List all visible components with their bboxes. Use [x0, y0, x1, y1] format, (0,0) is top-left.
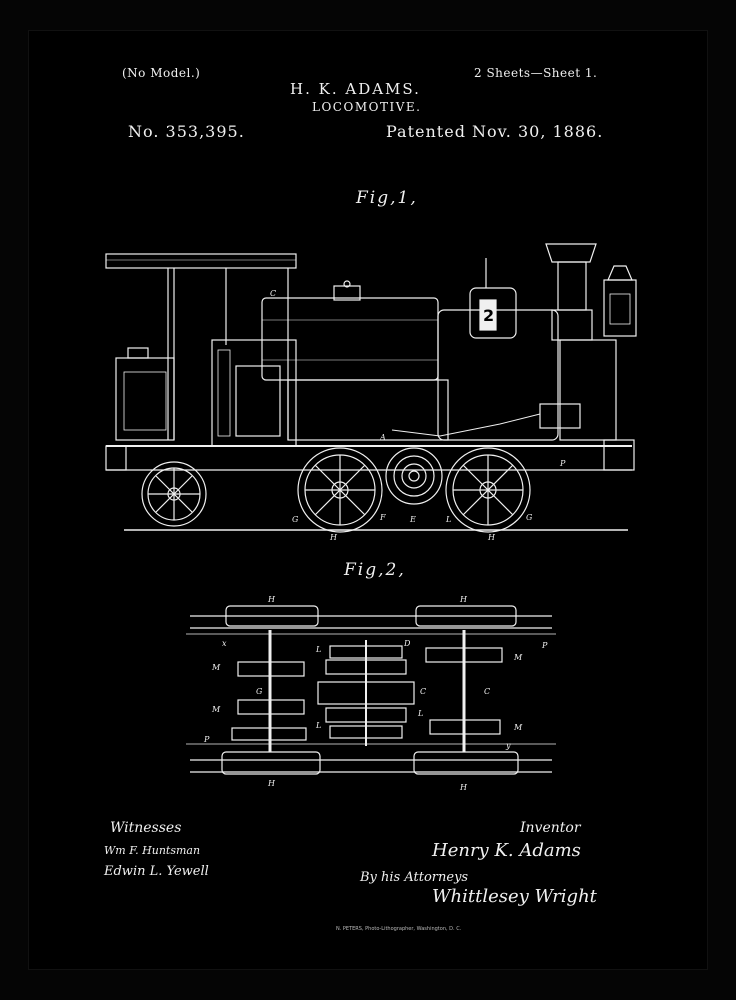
- svg-text:M: M: [513, 653, 523, 662]
- svg-text:P: P: [559, 459, 566, 468]
- frame-tank: [287, 379, 449, 441]
- gear-right-2: [429, 719, 501, 735]
- svg-text:L: L: [315, 721, 321, 730]
- patent-date: Patented Nov. 30, 1886.: [386, 122, 604, 141]
- gear-center-1: [325, 659, 407, 675]
- svg-text:A: A: [379, 433, 386, 442]
- patent-title: LOCOMOTIVE.: [312, 100, 422, 114]
- svg-text:H: H: [459, 595, 468, 604]
- cab-roof: [105, 253, 297, 269]
- svg-text:F: F: [379, 513, 386, 522]
- gear-left-2: [237, 699, 305, 715]
- svg-text:L: L: [417, 709, 423, 718]
- gear-right-1: [425, 647, 503, 663]
- svg-text:H: H: [329, 533, 338, 542]
- no-model-label: (No Model.): [122, 66, 201, 80]
- witness-1-signature: Wm F. Huntsman: [104, 844, 201, 857]
- svg-text:C: C: [420, 687, 426, 696]
- wheel-top-right: [415, 605, 517, 627]
- svg-text:D: D: [403, 639, 411, 648]
- svg-text:y: y: [505, 741, 511, 750]
- svg-text:x: x: [222, 639, 227, 648]
- patent-sheet: [28, 30, 708, 970]
- svg-text:G: G: [526, 513, 533, 522]
- svg-text:E: E: [409, 515, 416, 524]
- svg-text:P: P: [203, 735, 210, 744]
- witnesses-label: Witnesses: [110, 820, 182, 836]
- attorneys-label: By his Attorneys: [360, 870, 469, 885]
- inventor-name-heading: H. K. ADAMS.: [290, 80, 421, 98]
- svg-text:G: G: [256, 687, 263, 696]
- inventor-signature: Henry K. Adams: [432, 840, 581, 861]
- steam-dome: [333, 285, 361, 301]
- svg-text:P: P: [541, 641, 548, 650]
- cab-window: [235, 365, 281, 437]
- gear-wheel: [385, 447, 443, 505]
- svg-text:H: H: [267, 595, 276, 604]
- gear-left-1: [237, 661, 305, 677]
- svg-text:G: G: [292, 515, 299, 524]
- witness-2-signature: Edwin L. Yewell: [104, 864, 209, 879]
- sheets-label: 2 Sheets—Sheet 1.: [474, 66, 598, 80]
- gear-center-big: [317, 681, 415, 705]
- driving-wheel-2: [445, 447, 531, 533]
- svg-text:C: C: [270, 289, 276, 298]
- locomotive-number: 2: [483, 306, 495, 325]
- svg-text:L: L: [315, 645, 321, 654]
- svg-text:H: H: [459, 783, 468, 792]
- attorneys-signature: Whittlesey Wright: [432, 886, 597, 907]
- printer-credit: N. PETERS, Photo-Lithographer, Washingto…: [336, 926, 462, 932]
- chimney-top: [545, 243, 597, 263]
- svg-text:C: C: [484, 687, 490, 696]
- smokebox: [437, 309, 559, 441]
- wheel-bottom-left: [221, 751, 321, 775]
- wheel-bottom-right: [413, 751, 519, 775]
- svg-text:L: L: [445, 515, 451, 524]
- patent-number: No. 353,395.: [128, 122, 245, 141]
- svg-text:M: M: [513, 723, 523, 732]
- svg-text:M: M: [211, 663, 221, 672]
- number-plate: [479, 299, 497, 331]
- inventor-label: Inventor: [520, 820, 581, 836]
- svg-text:H: H: [487, 533, 496, 542]
- driving-wheel-1: [297, 447, 383, 533]
- sand-dome: [469, 287, 517, 339]
- rear-wheel: [141, 461, 207, 527]
- wheel-top-left: [225, 605, 319, 627]
- svg-text:H: H: [267, 779, 276, 788]
- figure-2-label: Fig,2,: [344, 560, 406, 580]
- figure-1-label: Fig,1,: [356, 188, 418, 208]
- gear-center-2: [325, 707, 407, 723]
- svg-text:M: M: [211, 705, 221, 714]
